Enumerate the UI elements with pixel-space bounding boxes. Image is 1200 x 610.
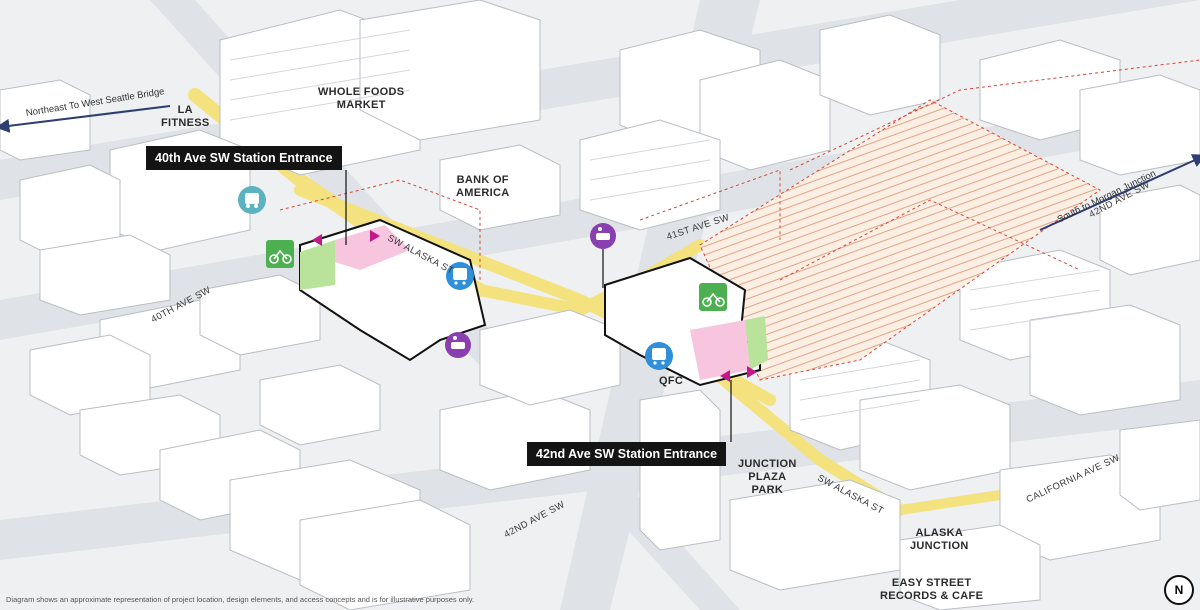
footnote: Diagram shows an approximate representat… bbox=[6, 595, 475, 604]
label-bank-of-america: BANK OF AMERICA bbox=[456, 174, 510, 199]
dropoff-icon bbox=[445, 332, 471, 358]
label-la-fitness: LA FITNESS bbox=[161, 104, 210, 129]
bus-icon bbox=[645, 342, 673, 370]
label-qfc: QFC bbox=[659, 375, 684, 387]
entrance-arrows bbox=[312, 230, 757, 382]
building-detail bbox=[229, 29, 1101, 421]
bus-bike-icon bbox=[238, 186, 266, 214]
station-40th bbox=[299, 218, 487, 362]
dropoff-icon bbox=[590, 223, 616, 249]
label-junction-plaza-park: JUNCTION PLAZA PARK bbox=[738, 458, 797, 496]
label-alaska-junction: ALASKA JUNCTION bbox=[910, 527, 969, 552]
bike-parking-icon bbox=[699, 283, 727, 311]
bus-icon bbox=[446, 262, 474, 290]
north-arrow-icon: N bbox=[1164, 575, 1194, 605]
label-whole-foods: WHOLE FOODS MARKET bbox=[318, 86, 405, 111]
callout-42nd-entrance: 42nd Ave SW Station Entrance bbox=[527, 442, 727, 466]
direction-arrows bbox=[0, 105, 1200, 231]
bike-parking-icon bbox=[266, 240, 294, 268]
callout-40th-entrance: 40th Ave SW Station Entrance bbox=[146, 146, 342, 170]
label-easy-street: EASY STREET RECORDS & CAFE bbox=[880, 577, 984, 602]
leader-lines bbox=[345, 170, 732, 442]
